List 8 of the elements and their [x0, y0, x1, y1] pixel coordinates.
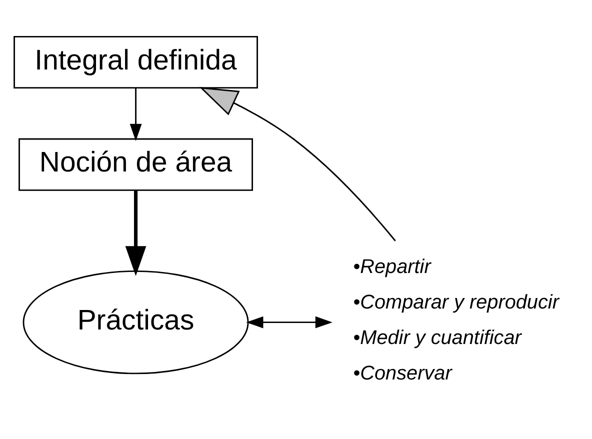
arrow [125, 190, 146, 276]
arrow [130, 88, 142, 141]
arrow [246, 316, 332, 328]
node-box: Integral definida [14, 35, 258, 88]
node-box: Noción de área [18, 138, 254, 190]
node-text: •Repartir •Comparar y reproducir •Medir y cuantificar •Conservar [353, 255, 559, 384]
arrow [199, 86, 396, 241]
node-ellipse: Prácticas [22, 270, 249, 374]
